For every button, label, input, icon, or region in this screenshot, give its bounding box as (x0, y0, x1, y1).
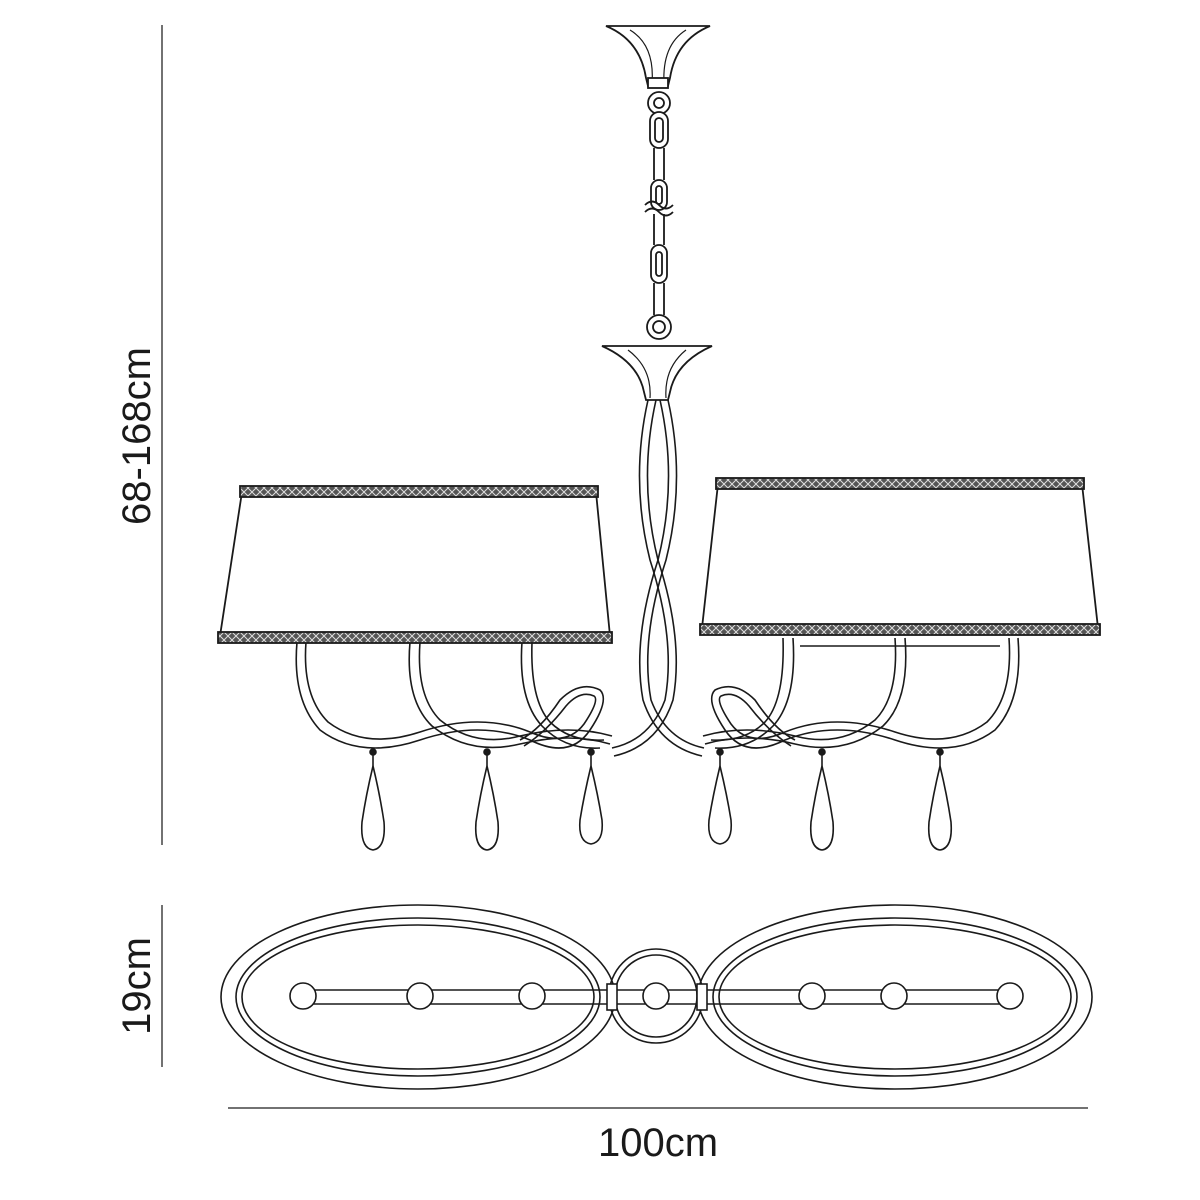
crystal-drop (474, 748, 500, 851)
crystal-drop (809, 748, 835, 851)
plan-lamp-holder (642, 982, 670, 1010)
plan-arm-joints (606, 983, 708, 1011)
suspension-chain (644, 91, 674, 340)
central-stem (611, 399, 705, 757)
plan-view (220, 904, 1093, 1090)
crystal-drop (360, 748, 386, 851)
crystal-drops (360, 748, 953, 851)
plan-lamp-holder (406, 982, 434, 1010)
plan-lamp-holder (880, 982, 908, 1010)
crystal-drop (927, 748, 953, 851)
plan-lamp-holder (289, 982, 317, 1010)
plan-lamp-holder (996, 982, 1024, 1010)
width-dimension-label: 100cm (598, 1121, 718, 1165)
plan-lamp-holder (518, 982, 546, 1010)
right-lampshade (699, 477, 1101, 647)
crystal-drop (578, 748, 604, 845)
left-arms (295, 641, 613, 749)
height-dimension-label: 68-168cm (115, 347, 159, 525)
right-arms (702, 637, 1020, 749)
plan-right-oval (697, 904, 1093, 1090)
crystal-drop (707, 748, 733, 845)
depth-dimension-label: 19cm (115, 937, 159, 1035)
central-cup (601, 345, 713, 401)
plan-lamp-holders (289, 982, 1024, 1010)
plan-lamp-holder (798, 982, 826, 1010)
left-lampshade (217, 485, 613, 644)
ceiling-canopy (605, 25, 711, 89)
